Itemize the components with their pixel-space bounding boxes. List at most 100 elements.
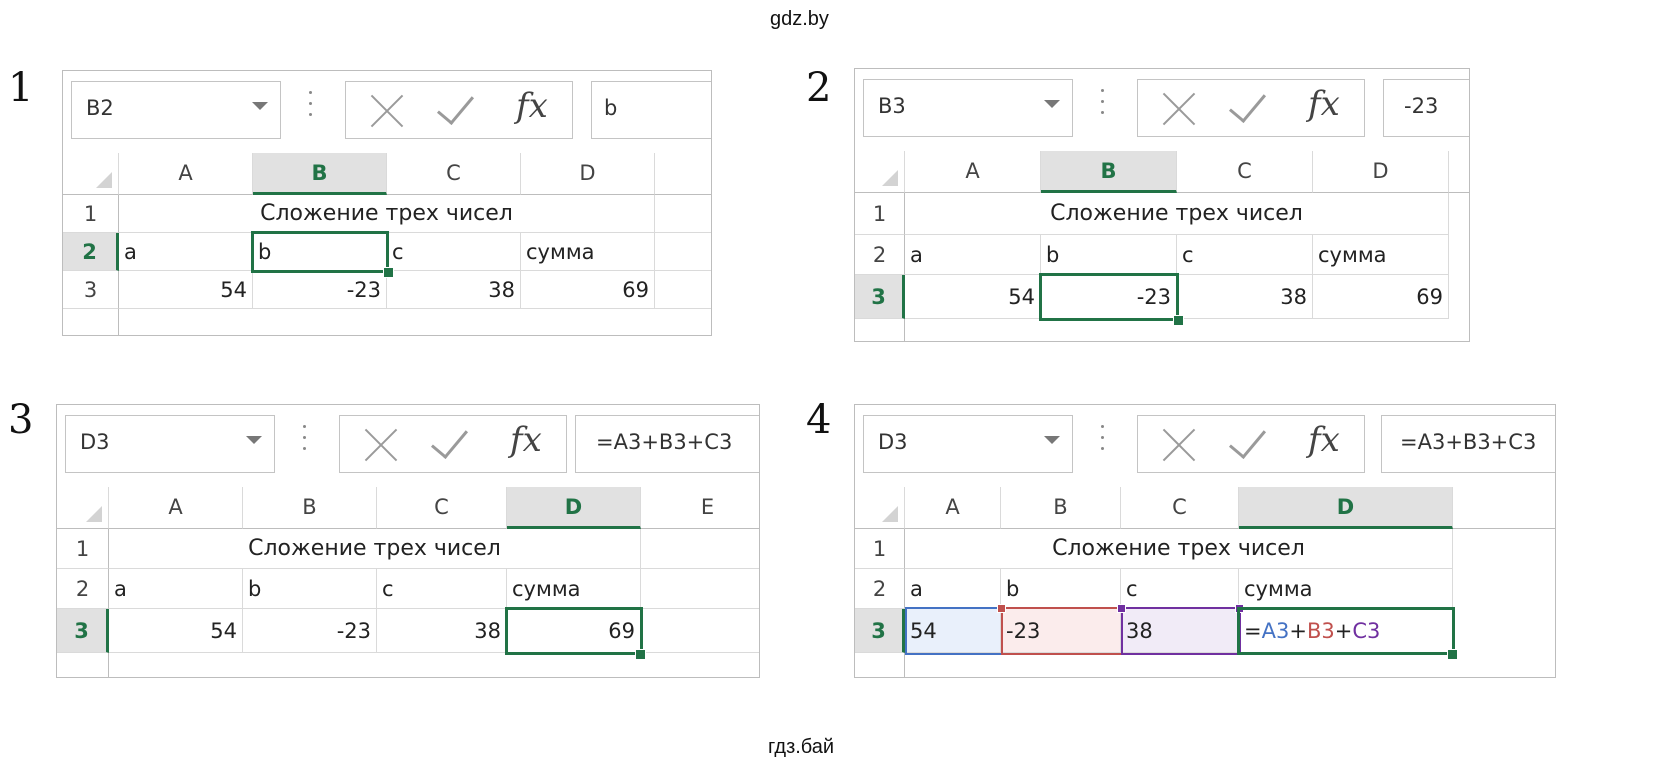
- formula-input[interactable]: =A3+B3+C3: [1381, 415, 1555, 473]
- row-header-2[interactable]: 2: [855, 235, 905, 275]
- cell-e2[interactable]: [655, 233, 711, 271]
- column-header-b[interactable]: B: [1001, 487, 1121, 529]
- cancel-x-icon[interactable]: [1160, 426, 1198, 464]
- dropdown-arrow-icon[interactable]: [1044, 436, 1060, 444]
- row-header-2[interactable]: 2: [57, 569, 109, 609]
- name-box[interactable]: B3: [863, 79, 1073, 137]
- cell-d2[interactable]: сумма: [521, 233, 655, 271]
- column-header-a[interactable]: A: [905, 487, 1001, 529]
- column-header-d[interactable]: D: [1239, 487, 1453, 529]
- row-header-1[interactable]: 1: [57, 529, 109, 569]
- column-header-a[interactable]: A: [905, 151, 1041, 193]
- cancel-x-icon[interactable]: [1160, 90, 1198, 128]
- cell-d2[interactable]: сумма: [507, 569, 641, 609]
- row-header-1[interactable]: 1: [855, 529, 905, 569]
- merged-title-cell[interactable]: Сложение трех чисел: [119, 195, 655, 233]
- cancel-x-icon[interactable]: [368, 92, 406, 130]
- merged-title-cell[interactable]: Сложение трех чисел: [109, 529, 641, 569]
- merged-title-cell[interactable]: Сложение трех чисел: [905, 193, 1449, 235]
- cell-b3[interactable]: -23: [253, 271, 387, 309]
- cell-b3[interactable]: -23: [1041, 275, 1177, 319]
- row-header-3[interactable]: 3: [57, 609, 109, 653]
- cell-b2[interactable]: b: [253, 233, 387, 271]
- cell-c3[interactable]: 38: [1177, 275, 1313, 319]
- cell-a2[interactable]: a: [905, 235, 1041, 275]
- cell-d2[interactable]: сумма: [1239, 569, 1453, 609]
- cell-a3[interactable]: 54: [905, 609, 1001, 653]
- fill-handle[interactable]: [1447, 649, 1458, 660]
- fill-handle[interactable]: [1173, 315, 1184, 326]
- cell-b3[interactable]: -23: [1001, 609, 1121, 653]
- cell-d3[interactable]: 69: [507, 609, 641, 653]
- cell-e3[interactable]: [655, 271, 711, 309]
- cell-a2[interactable]: a: [905, 569, 1001, 609]
- cell-d3-editing[interactable]: =A3+B3+C3: [1239, 609, 1453, 653]
- dropdown-arrow-icon[interactable]: [252, 102, 268, 110]
- select-all-corner[interactable]: [63, 153, 119, 195]
- formula-input[interactable]: -23: [1383, 79, 1469, 137]
- cell-c3[interactable]: 38: [1121, 609, 1239, 653]
- range-corner-c3[interactable]: [1235, 604, 1244, 613]
- cell-c2[interactable]: c: [377, 569, 507, 609]
- cell-c3[interactable]: 38: [387, 271, 521, 309]
- cancel-x-icon[interactable]: [362, 426, 400, 464]
- name-box[interactable]: B2: [71, 81, 281, 139]
- column-header-d[interactable]: D: [507, 487, 641, 529]
- insert-function-fx-icon[interactable]: fx: [1308, 84, 1340, 124]
- cell-a2[interactable]: a: [109, 569, 243, 609]
- row-header-3[interactable]: 3: [855, 275, 905, 319]
- cell-d3[interactable]: 69: [521, 271, 655, 309]
- cell-c2[interactable]: c: [1121, 569, 1239, 609]
- select-all-corner[interactable]: [57, 487, 109, 529]
- cell-a3[interactable]: 54: [905, 275, 1041, 319]
- enter-check-icon[interactable]: [436, 85, 475, 126]
- fill-handle[interactable]: [635, 649, 646, 660]
- column-header-b[interactable]: B: [253, 153, 387, 195]
- cell-e3[interactable]: [641, 609, 759, 653]
- range-corner-a3[interactable]: [997, 604, 1006, 613]
- column-header-c[interactable]: C: [1177, 151, 1313, 193]
- enter-check-icon[interactable]: [430, 419, 469, 460]
- range-corner-b3[interactable]: [1117, 604, 1126, 613]
- insert-function-fx-icon[interactable]: fx: [516, 86, 548, 126]
- column-header-a[interactable]: A: [119, 153, 253, 195]
- enter-check-icon[interactable]: [1228, 83, 1267, 124]
- dropdown-arrow-icon[interactable]: [246, 436, 262, 444]
- cell-a3[interactable]: 54: [109, 609, 243, 653]
- cell-b3[interactable]: -23: [243, 609, 377, 653]
- cell-e2[interactable]: [641, 569, 759, 609]
- formula-input[interactable]: b: [591, 81, 711, 139]
- row-header-1[interactable]: 1: [63, 195, 119, 233]
- cell-c2[interactable]: c: [1177, 235, 1313, 275]
- cell-a2[interactable]: a: [119, 233, 253, 271]
- column-header-e[interactable]: E: [641, 487, 759, 529]
- row-header-3[interactable]: 3: [63, 271, 119, 309]
- enter-check-icon[interactable]: [1228, 419, 1267, 460]
- formula-input[interactable]: =A3+B3+C3: [575, 415, 759, 473]
- column-header-b[interactable]: B: [243, 487, 377, 529]
- row-header-2[interactable]: 2: [855, 569, 905, 609]
- row-header-1[interactable]: 1: [855, 193, 905, 235]
- insert-function-fx-icon[interactable]: fx: [510, 420, 542, 460]
- cell-d3[interactable]: 69: [1313, 275, 1449, 319]
- cell-e1[interactable]: [655, 195, 711, 233]
- row-header-3[interactable]: 3: [855, 609, 905, 653]
- cell-a3[interactable]: 54: [119, 271, 253, 309]
- cell-c2[interactable]: c: [387, 233, 521, 271]
- column-header-d[interactable]: D: [521, 153, 655, 195]
- name-box[interactable]: D3: [863, 415, 1073, 473]
- column-header-b[interactable]: B: [1041, 151, 1177, 193]
- cell-b2[interactable]: b: [1041, 235, 1177, 275]
- column-header-a[interactable]: A: [109, 487, 243, 529]
- cell-c3[interactable]: 38: [377, 609, 507, 653]
- column-header-d[interactable]: D: [1313, 151, 1449, 193]
- cell-e1[interactable]: [641, 529, 759, 569]
- cell-b2[interactable]: b: [243, 569, 377, 609]
- select-all-corner[interactable]: [855, 151, 905, 193]
- select-all-corner[interactable]: [855, 487, 905, 529]
- dropdown-arrow-icon[interactable]: [1044, 100, 1060, 108]
- column-header-c[interactable]: C: [1121, 487, 1239, 529]
- column-header-c[interactable]: C: [387, 153, 521, 195]
- cell-b2[interactable]: b: [1001, 569, 1121, 609]
- name-box[interactable]: D3: [65, 415, 275, 473]
